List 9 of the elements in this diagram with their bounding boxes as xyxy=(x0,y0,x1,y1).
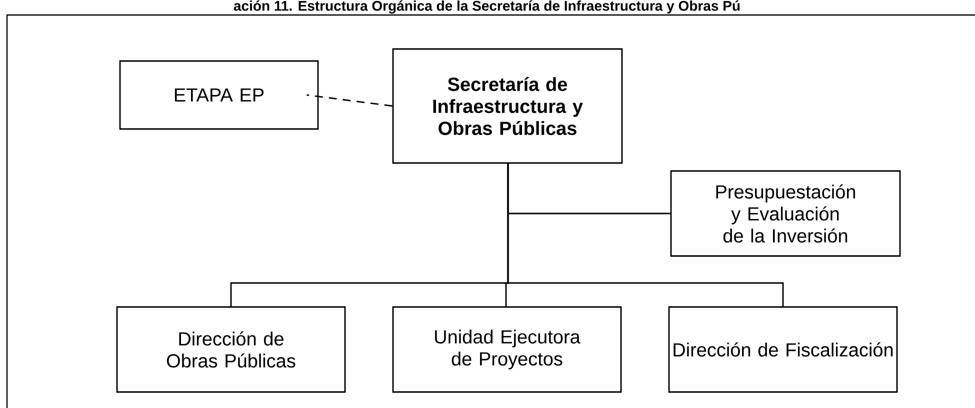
org-box: Unidad Ejecutora de Proyectos xyxy=(392,306,622,393)
org-box: ETAPA EP xyxy=(119,60,319,130)
org-box: Dirección de Obras Públicas xyxy=(116,306,346,393)
org-box: Presupuestación y Evaluación de la Inversión xyxy=(670,170,901,257)
org-box: Dirección de Fiscalización xyxy=(668,306,898,393)
title: ación 11. Estructura Orgánica de la Secretaría de Infraestructura y Obras Pú xyxy=(234,0,740,14)
connector xyxy=(306,94,392,107)
org-box: Secretaría de Infraestructura y Obras Públicas xyxy=(392,48,623,164)
connector xyxy=(507,163,784,307)
